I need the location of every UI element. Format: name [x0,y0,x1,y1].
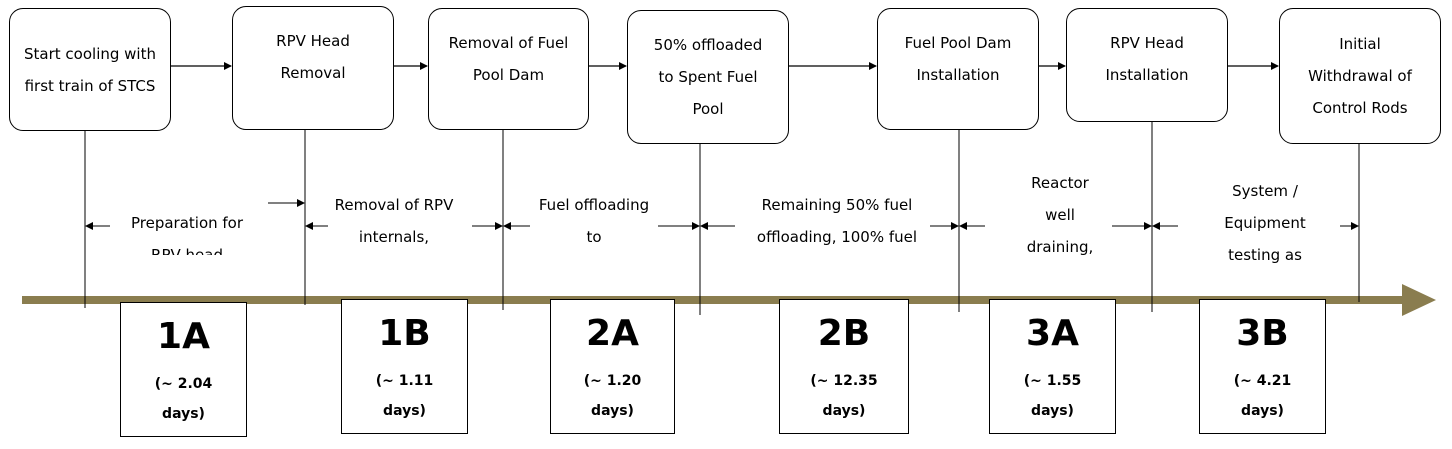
phase-label: 3A [1026,313,1079,354]
milestone-label: Initial Withdrawal of Control Rods [1308,35,1412,117]
phase-label: 1A [157,316,210,357]
timeline-arrowhead [1402,284,1436,316]
phase-label: 1B [378,313,431,354]
phase-box-1a: 1A (~ 2.04 days) [120,302,247,437]
phase-box-3b: 3B (~ 4.21 days) [1199,299,1326,434]
milestone-label: Start cooling with first train of STCS [24,44,156,95]
milestone-box-fuel-pool-dam-removal: Removal of Fuel Pool Dam [428,8,589,130]
phase-duration: (~ 2.04 days) [154,376,213,422]
milestone-box-50-offloaded: 50% offloaded to Spent Fuel Pool [627,10,789,144]
milestone-box-start-cooling: Start cooling with first train of STCS [9,8,171,131]
phase-label: 2B [817,313,871,354]
milestone-label: 50% offloaded to Spent Fuel Pool [653,36,763,118]
activity-remaining-fuel-offloading: Remaining 50% fuel offloading, 100% fuel [756,196,918,246]
phase-duration: (~ 1.55 days) [1023,373,1082,419]
milestone-label: RPV Head Removal [276,32,350,82]
activity-system-testing: System / Equipment testing as [1224,182,1306,264]
phase-box-1b: 1B (~ 1.11 days) [341,299,468,434]
activity-preparation-rpv-head: Preparation for RPV head [130,214,244,255]
milestone-box-fuel-pool-dam-installation: Fuel Pool Dam Installation [877,8,1039,130]
phase-label: 2A [586,313,639,354]
phase-box-2a: 2A (~ 1.20 days) [550,299,675,434]
activity-fuel-offloading: Fuel offloading to [538,196,650,246]
phase-label: 3B [1236,313,1289,354]
milestone-box-control-rod-withdrawal: Initial Withdrawal of Control Rods [1279,8,1441,144]
phase-duration: (~ 12.35 days) [810,373,878,419]
milestone-label: Removal of Fuel Pool Dam [448,34,569,84]
phase-box-3a: 3A (~ 1.55 days) [989,299,1116,434]
activity-reactor-well-draining: Reactor well draining, [1026,174,1094,256]
phase-box-2b: 2B (~ 12.35 days) [779,299,909,434]
milestone-box-rpv-head-installation: RPV Head Installation [1066,8,1228,122]
phase-duration: (~ 4.21 days) [1233,373,1292,419]
milestone-box-rpv-head-removal: RPV Head Removal [232,6,394,130]
milestone-label: Fuel Pool Dam Installation [904,34,1012,84]
phase-duration: (~ 1.11 days) [375,373,434,419]
activity-removal-rpv-internals: Removal of RPV internals, [334,196,454,246]
milestone-label: RPV Head Installation [1105,34,1189,84]
phase-duration: (~ 1.20 days) [583,373,642,419]
